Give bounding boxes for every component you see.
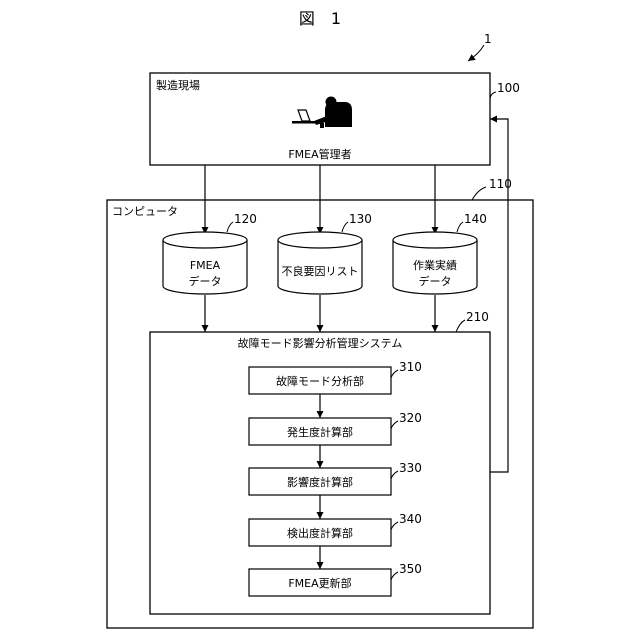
system-ref-leader: [468, 45, 484, 61]
db120-ref: 120: [234, 212, 257, 226]
fmea-system-ref: 210: [466, 310, 489, 324]
operator-label: FMEA管理者: [288, 147, 351, 161]
unit-350-label: FMEA更新部: [288, 576, 351, 590]
database-work-record-data: 作業実績 データ: [393, 232, 477, 294]
unit-350-ref: 350: [399, 562, 422, 576]
site-label: 製造現場: [156, 78, 200, 92]
computer-label: コンピュータ: [112, 205, 178, 218]
db130-line1: 不良要因リスト: [282, 264, 359, 278]
unit-330-label: 影響度計算部: [287, 475, 353, 489]
unit-320-label: 発生度計算部: [287, 425, 353, 439]
db130-ref: 130: [349, 212, 372, 226]
computer-ref-leader: [472, 187, 486, 200]
unit-340-label: 検出度計算部: [287, 526, 353, 540]
db140-ref: 140: [464, 212, 487, 226]
unit-310-label: 故障モード分析部: [276, 374, 364, 388]
db120-line1: FMEA: [190, 259, 221, 272]
db140-line2: データ: [419, 274, 452, 288]
unit-310-ref: 310: [399, 360, 422, 374]
fmea-system-label: 故障モード影響分析管理システム: [238, 336, 403, 350]
unit-330-ref: 330: [399, 461, 422, 475]
site-ref-leader: [490, 92, 496, 100]
site-ref: 100: [497, 81, 520, 95]
system-ref-label: 1: [484, 32, 492, 46]
database-defect-cause-list: 不良要因リスト: [278, 232, 362, 294]
db140-line1: 作業実績: [413, 258, 457, 272]
figure-title: 図 1: [299, 9, 341, 28]
db120-line2: データ: [189, 274, 222, 288]
unit-340-ref: 340: [399, 512, 422, 526]
database-fmea-data: FMEA データ: [163, 232, 247, 294]
unit-320-ref: 320: [399, 411, 422, 425]
